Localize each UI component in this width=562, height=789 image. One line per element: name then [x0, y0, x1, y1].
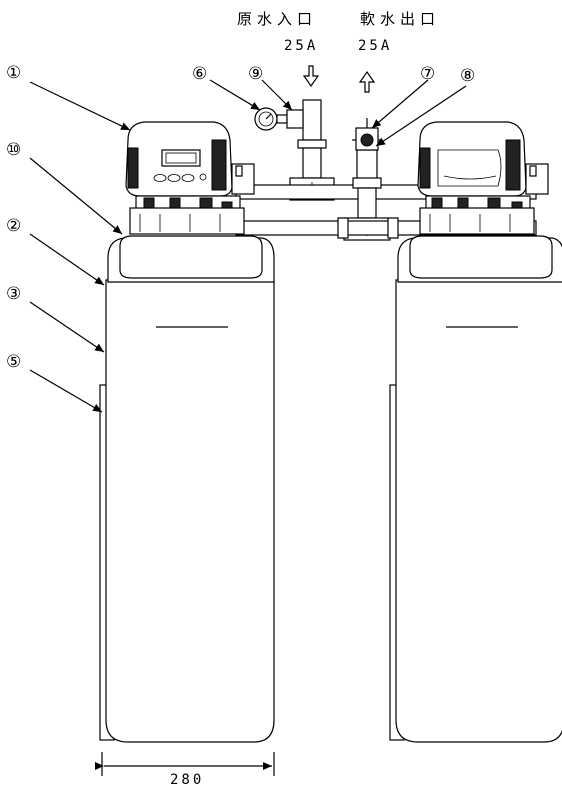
outlet-flow-arrow — [358, 70, 376, 93]
gauge-connector — [286, 109, 304, 129]
right-control-valve — [417, 121, 549, 235]
width-dimension — [95, 752, 275, 776]
callout-8: ⑧ — [460, 66, 475, 86]
outlet-size: 25A — [358, 38, 392, 54]
callout-3: ③ — [6, 284, 21, 304]
inlet-label: 原水入口 — [237, 10, 317, 28]
width-dimension-label: 280 — [170, 772, 204, 788]
inlet-size: 25A — [284, 38, 318, 54]
callout-leaders — [29, 79, 467, 413]
callout-10: ⑩ — [6, 140, 21, 160]
left-cabinet — [99, 235, 275, 743]
callout-6: ⑥ — [192, 64, 207, 84]
callout-5: ⑤ — [6, 352, 21, 372]
callout-1: ① — [6, 63, 21, 83]
callout-9: ⑨ — [248, 64, 263, 84]
callout-2: ② — [6, 216, 21, 236]
pressure-gauge — [254, 107, 288, 131]
inlet-flow-arrow — [302, 65, 320, 88]
left-control-valve — [125, 121, 255, 235]
callout-7: ⑦ — [420, 64, 435, 84]
outlet-label: 軟水出口 — [360, 10, 440, 28]
right-cabinet — [389, 235, 562, 743]
